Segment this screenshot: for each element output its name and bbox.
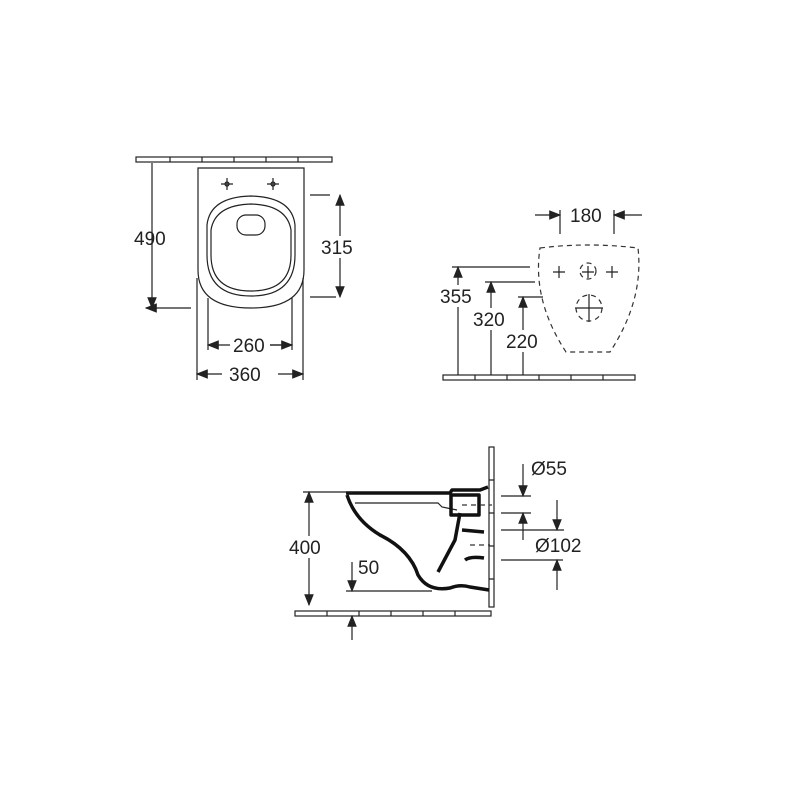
seat-outline	[206, 195, 296, 297]
top-view: 490 315 260 360	[134, 156, 360, 386]
fixing-hole-icon	[221, 178, 279, 190]
dim-320: 320	[473, 310, 505, 331]
dim-50: 50	[358, 558, 379, 579]
bowl-profile	[345, 485, 490, 592]
dim-400: 400	[289, 538, 321, 559]
dim-360: 360	[229, 365, 261, 386]
side-view: 400 50 Ø55 Ø102	[288, 446, 581, 640]
dim-355: 355	[440, 287, 472, 308]
dim-490: 490	[134, 229, 166, 250]
bowl-outline-dashed	[537, 244, 640, 353]
floor	[442, 374, 636, 381]
dim-180: 180	[570, 206, 602, 227]
dim-220: 220	[506, 332, 538, 353]
back-view: 180 355 320 220	[440, 206, 642, 381]
dim-diameter-102: Ø102	[535, 536, 581, 557]
fixing-hole-icon	[553, 262, 618, 322]
lid-opening	[236, 214, 266, 236]
bowl-outline	[197, 167, 305, 309]
wall	[488, 446, 495, 608]
dim-260: 260	[233, 336, 265, 357]
wall	[135, 156, 333, 163]
dim-315: 315	[321, 238, 353, 259]
floor	[294, 610, 492, 617]
dim-diameter-55: Ø55	[531, 459, 567, 480]
